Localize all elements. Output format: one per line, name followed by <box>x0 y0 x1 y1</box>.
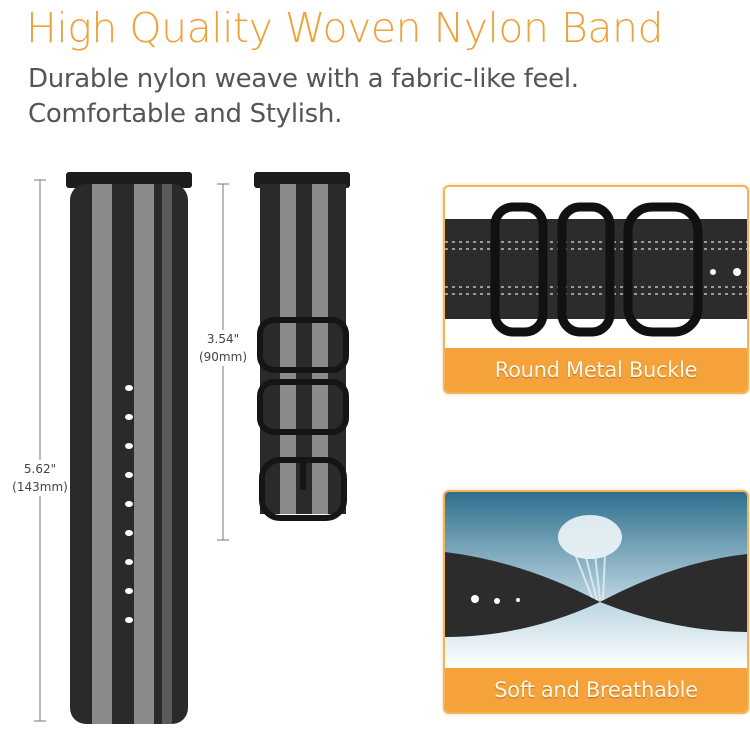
long-strap-dimension: 5.62" (143mm) <box>2 460 78 496</box>
short-strap-inches: 3.54" <box>206 332 240 346</box>
feature-label-round-metal-buckle: Round Metal Buckle <box>445 348 747 392</box>
buckle-closeup-image <box>445 202 747 337</box>
long-strap-inches: 5.62" <box>23 462 57 476</box>
short-strap-image <box>254 172 350 521</box>
long-strap-dimension-line <box>34 179 46 722</box>
short-strap-dimension: 3.54" (90mm) <box>186 330 260 366</box>
long-strap-mm: (143mm) <box>12 480 68 494</box>
breathable-fabric-image <box>445 492 747 668</box>
feature-label-soft-and-breathable: Soft and Breathable <box>445 668 747 712</box>
short-strap-mm: (90mm) <box>198 350 247 364</box>
description-line-1: Durable nylon weave with a fabric-like f… <box>28 64 579 94</box>
heading: High Quality Woven Nylon Band <box>26 4 664 52</box>
feature-panel-soft-and-breathable: Soft and Breathable <box>443 490 749 714</box>
long-strap-image <box>66 172 192 724</box>
feature-panel-round-metal-buckle: Round Metal Buckle <box>443 185 749 394</box>
description-line-2: Comfortable and Stylish. <box>28 99 343 129</box>
